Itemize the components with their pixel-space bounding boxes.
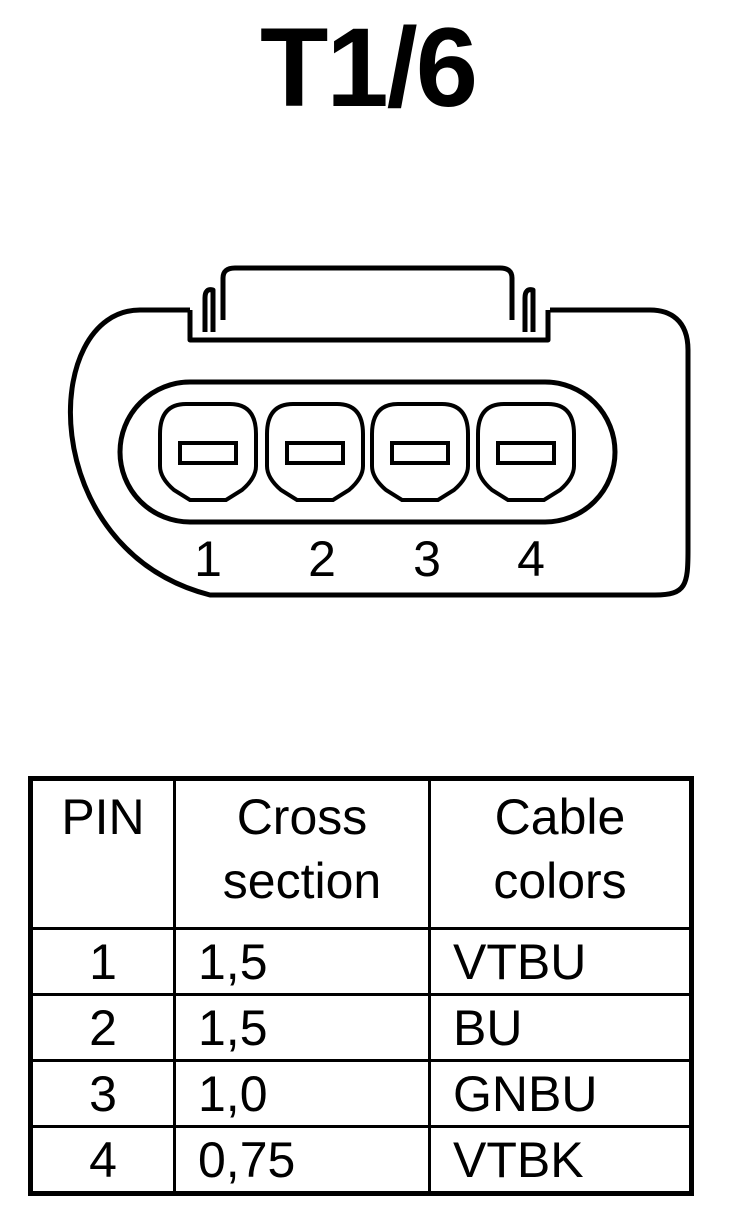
pin-contact-slot [390,441,450,465]
table-header-row: PIN Cross section Cable colors [29,777,693,930]
cell-cross-section: 0,75 [173,1125,431,1195]
header-cable-colors: Cable colors [428,777,693,930]
pin-socket [265,402,365,502]
header-pin: PIN [29,777,176,930]
cell-cable-colors: GNBU [428,1059,693,1128]
connector-diagram: 1 2 3 4 [67,265,691,598]
cell-cable-colors: VTBU [428,927,693,996]
pin-label: 1 [194,531,222,587]
pin-socket-outline [476,402,576,502]
cell-pin: 2 [29,993,176,1062]
cell-cross-section: 1,5 [173,927,431,996]
pin-socket-outline [265,402,365,502]
pin-label: 3 [413,531,441,587]
cell-pin: 4 [29,1125,176,1195]
cell-pin: 1 [29,927,176,996]
cell-cable-colors: BU [428,993,693,1062]
pin-contact-slot [285,441,345,465]
connector-latch [187,310,551,343]
table-row: 1 1,5 VTBU [29,927,693,996]
pin-contact-slot [496,441,556,465]
pin-socket [370,402,470,502]
pin-socket [158,402,258,502]
pin-label: 2 [308,531,336,587]
pin-socket [476,402,576,502]
pin-contact-slot [178,441,238,465]
header-cross-section: Cross section [173,777,431,930]
connector-housing [67,307,691,598]
table-row: 2 1,5 BU [29,993,693,1062]
pin-table: PIN Cross section Cable colors 1 1,5 VTB… [28,776,694,1196]
cell-pin: 3 [29,1059,176,1128]
cell-cross-section: 1,5 [173,993,431,1062]
connector-title: T1/6 [259,5,478,130]
pin-socket-outline [370,402,470,502]
pin-cavity-frame [117,379,618,525]
cell-cable-colors: VTBK [428,1125,693,1195]
pin-socket-outline [158,402,258,502]
cell-cross-section: 1,0 [173,1059,431,1128]
table-row: 4 0,75 VTBK [29,1125,693,1195]
table-row: 3 1,0 GNBU [29,1059,693,1128]
pin-label: 4 [517,531,545,587]
